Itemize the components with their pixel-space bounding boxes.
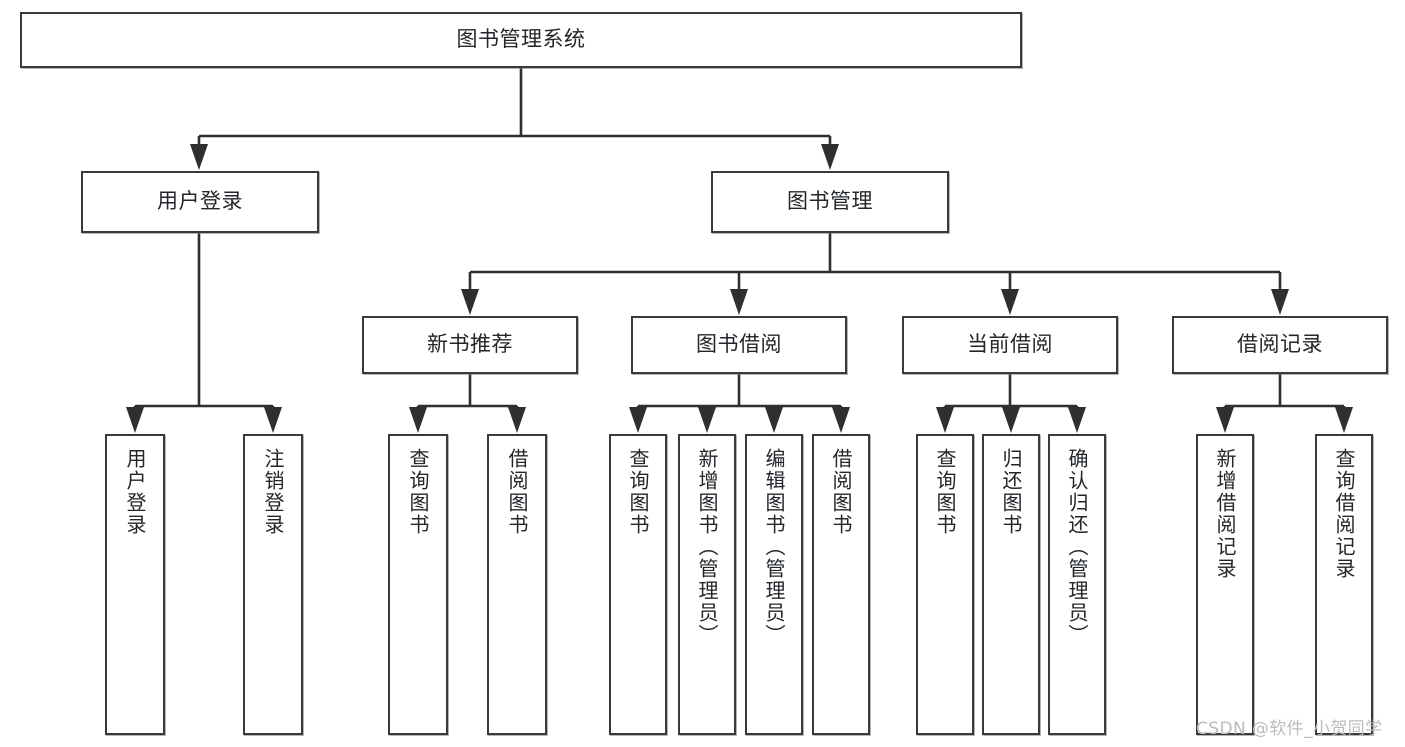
arrowhead-icon: [461, 289, 479, 315]
node-label: 借阅记录: [1237, 332, 1323, 357]
level2-node-user-login[interactable]: 用户登录: [81, 171, 319, 233]
node-label: 查询借阅记录: [1332, 448, 1356, 580]
level3-node-borrow-record[interactable]: 借阅记录: [1172, 316, 1388, 374]
level2-node-book-manage[interactable]: 图书管理: [711, 171, 949, 233]
node-label: 新增借阅记录: [1213, 448, 1237, 580]
leaf-node-leaf-query-record[interactable]: 查询借阅记录: [1315, 434, 1373, 735]
arrowhead-icon: [264, 407, 282, 433]
arrowhead-icon: [730, 289, 748, 315]
arrowhead-icon: [765, 407, 783, 433]
leaf-node-leaf-query-book-borrow[interactable]: 查询图书: [609, 434, 667, 735]
node-label: 图书借阅: [696, 332, 782, 357]
arrowhead-icon: [1001, 289, 1019, 315]
node-label: 用户登录: [157, 189, 243, 214]
arrowhead-icon: [1216, 407, 1234, 433]
leaf-node-leaf-query-book-rec[interactable]: 查询图书: [388, 434, 448, 735]
arrowhead-icon: [190, 144, 208, 170]
arrowhead-icon: [821, 144, 839, 170]
node-label: 注销登录: [261, 448, 285, 536]
leaf-node-leaf-add-book[interactable]: 新增图书（管理员）: [678, 434, 736, 735]
arrowhead-icon: [1271, 289, 1289, 315]
arrowhead-icon: [936, 407, 954, 433]
arrowhead-icon: [508, 407, 526, 433]
arrowhead-icon: [629, 407, 647, 433]
node-label: 确认归还（管理员）: [1065, 448, 1089, 646]
node-label: 图书管理: [787, 189, 873, 214]
leaf-node-leaf-edit-book[interactable]: 编辑图书（管理员）: [745, 434, 803, 735]
arrowhead-icon: [126, 407, 144, 433]
leaf-node-leaf-return-book[interactable]: 归还图书: [982, 434, 1040, 735]
root-node-root[interactable]: 图书管理系统: [20, 12, 1022, 68]
node-label: 用户登录: [123, 448, 147, 536]
node-label: 查询图书: [406, 448, 430, 536]
node-label: 归还图书: [999, 448, 1023, 536]
node-label: 新书推荐: [427, 332, 513, 357]
arrowhead-icon: [832, 407, 850, 433]
csdn-watermark: CSDN @软件_小贺同学: [1196, 719, 1383, 739]
node-label: 查询图书: [626, 448, 650, 536]
node-label: 借阅图书: [829, 448, 853, 536]
arrowhead-icon: [1335, 407, 1353, 433]
leaf-node-leaf-borrow-book[interactable]: 借阅图书: [812, 434, 870, 735]
node-label: 当前借阅: [967, 332, 1053, 357]
node-label: 借阅图书: [505, 448, 529, 536]
leaf-node-leaf-user-login[interactable]: 用户登录: [105, 434, 165, 735]
node-label: 新增图书（管理员）: [695, 448, 719, 646]
leaf-node-leaf-query-book-current[interactable]: 查询图书: [916, 434, 974, 735]
leaf-node-leaf-confirm-return[interactable]: 确认归还（管理员）: [1048, 434, 1106, 735]
level3-node-book-borrow[interactable]: 图书借阅: [631, 316, 847, 374]
leaf-node-leaf-add-record[interactable]: 新增借阅记录: [1196, 434, 1254, 735]
level3-node-current-borrow[interactable]: 当前借阅: [902, 316, 1118, 374]
arrowhead-icon: [409, 407, 427, 433]
arrowhead-icon: [1002, 407, 1020, 433]
leaf-node-leaf-user-logout[interactable]: 注销登录: [243, 434, 303, 735]
leaf-node-leaf-borrow-book-rec[interactable]: 借阅图书: [487, 434, 547, 735]
node-label: 查询图书: [933, 448, 957, 536]
arrowhead-icon: [698, 407, 716, 433]
arrowhead-icon: [1068, 407, 1086, 433]
level3-node-new-book-recommend[interactable]: 新书推荐: [362, 316, 578, 374]
node-label: 编辑图书（管理员）: [762, 448, 786, 646]
node-label: 图书管理系统: [456, 27, 586, 52]
